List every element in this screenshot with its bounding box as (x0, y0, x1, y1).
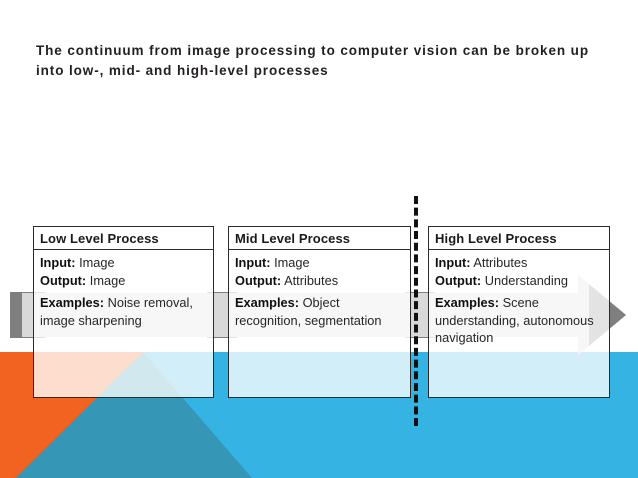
process-card-examples: Examples: Scene understanding, autonomou… (429, 292, 609, 347)
process-card-io: Input: Attributes Output: Understanding (429, 250, 609, 292)
examples-label: Examples: (435, 295, 500, 310)
examples-value: Object recognition, segmentation (235, 295, 382, 328)
page-title: The continuum from image processing to c… (36, 43, 589, 78)
process-card-header: High Level Process (429, 227, 609, 250)
card-spacer (229, 329, 410, 397)
input-label: Input: (40, 255, 76, 270)
card-spacer (429, 347, 609, 398)
process-card-io: Input: Image Output: Image (34, 250, 213, 292)
process-card-high-level: High Level Process Input: Attributes Out… (428, 226, 610, 398)
background-teal-triangle (15, 352, 252, 478)
process-card-low-level: Low Level Process Input: Image Output: I… (33, 226, 214, 398)
output-label: Output: (435, 272, 482, 288)
output-value: Image (89, 272, 126, 288)
examples-value: Noise removal, image sharpening (40, 295, 193, 328)
input-label: Input: (235, 255, 271, 270)
output-label: Output: (235, 272, 282, 288)
process-card-header: Low Level Process (34, 227, 213, 250)
process-card-examples: Examples: Object recognition, segmentati… (229, 292, 410, 329)
process-card-mid-level: Mid Level Process Input: Image Output: A… (228, 226, 411, 398)
output-value: Attributes (284, 272, 339, 288)
input-label: Input: (435, 255, 471, 270)
process-card-examples: Examples: Noise removal, image sharpenin… (34, 292, 213, 329)
card-spacer (34, 329, 213, 397)
output-label: Output: (40, 272, 87, 288)
vertical-dashed-divider (414, 196, 418, 426)
input-value: Image (79, 255, 115, 270)
examples-label: Examples: (40, 295, 105, 310)
process-card-io: Input: Image Output: Attributes (229, 250, 410, 292)
examples-value: Scene understanding, autonomous navigati… (435, 295, 594, 345)
input-value: Image (274, 255, 310, 270)
output-value: Understanding (484, 272, 569, 288)
process-card-header: Mid Level Process (229, 227, 410, 250)
input-value: Attributes (473, 255, 528, 270)
examples-label: Examples: (235, 295, 300, 310)
